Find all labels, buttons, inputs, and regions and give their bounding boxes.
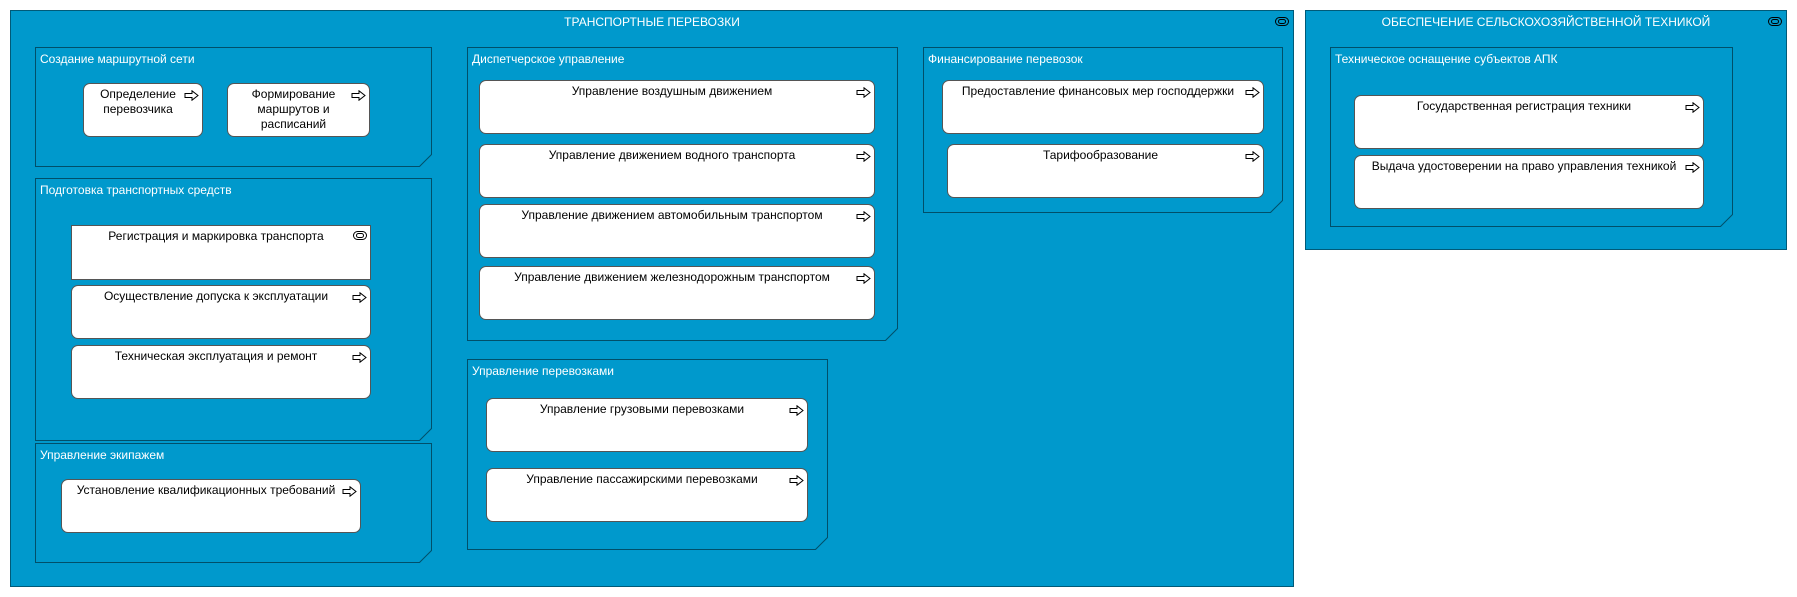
arrow-icon <box>351 90 366 101</box>
arrow-icon <box>856 273 871 284</box>
function-label: Государственная регистрация техники <box>1416 99 1632 113</box>
group-financing[interactable]: Финансирование перевозок Предоставление … <box>923 47 1283 213</box>
arrow-icon <box>352 352 367 363</box>
group-tech-equipment[interactable]: Техническое оснащение субъектов АПК Госу… <box>1330 47 1733 227</box>
corner-cut <box>419 154 432 167</box>
arrow-icon <box>856 151 871 162</box>
function-box[interactable]: Выдача удостоверении на право управления… <box>1354 155 1704 209</box>
group-title: Подготовка транспортных средств <box>40 183 232 197</box>
group-crew[interactable]: Управление экипажем Установление квалифи… <box>35 443 432 563</box>
transport-container[interactable]: ТРАНСПОРТНЫЕ ПЕРЕВОЗКИ Создание маршрутн… <box>10 10 1294 587</box>
arrow-icon <box>789 405 804 416</box>
function-label: Управление движением водного транспорта <box>548 148 796 162</box>
corner-cut <box>815 537 828 550</box>
function-box[interactable]: Определение перевозчика <box>83 83 203 137</box>
function-label: Управление воздушным движением <box>571 84 773 98</box>
function-box[interactable]: Управление движением автомобильным транс… <box>479 204 875 258</box>
arrow-icon <box>856 211 871 222</box>
function-label: Техническая эксплуатация и ремонт <box>114 349 318 363</box>
group-dispatch[interactable]: Диспетчерское управление Управление возд… <box>467 47 898 341</box>
group-transport-mgmt[interactable]: Управление перевозками Управление грузов… <box>467 359 828 550</box>
function-label: Управление пассажирскими перевозками <box>526 472 758 486</box>
function-label: Осуществление допуска к эксплуатации <box>103 289 329 303</box>
arrow-icon <box>1245 87 1260 98</box>
corner-cut <box>1270 200 1283 213</box>
group-route-network[interactable]: Создание маршрутной сети Определение пер… <box>35 47 432 167</box>
corner-cut <box>419 550 432 563</box>
function-box[interactable]: Техническая эксплуатация и ремонт <box>71 345 371 399</box>
group-title: Техническое оснащение субъектов АПК <box>1335 52 1558 66</box>
arrow-icon <box>1685 162 1700 173</box>
service-icon <box>1275 17 1289 26</box>
function-label: Формирование маршрутов и расписаний <box>251 87 336 131</box>
function-box[interactable]: Установление квалификационных требований <box>61 479 361 533</box>
function-box[interactable]: Формирование маршрутов и расписаний <box>227 83 370 137</box>
function-label: Тарифообразование <box>1042 148 1159 162</box>
function-label: Управление движением железнодорожным тра… <box>514 270 830 284</box>
group-title: Управление экипажем <box>40 448 165 462</box>
group-vehicle-prep[interactable]: Подготовка транспортных средств Регистра… <box>35 178 432 441</box>
group-title: Создание маршрутной сети <box>40 52 195 66</box>
function-label: Предоставление финансовых мер господдерж… <box>961 84 1235 98</box>
arrow-icon <box>856 87 871 98</box>
function-box[interactable]: Предоставление финансовых мер господдерж… <box>942 80 1264 134</box>
function-box[interactable]: Управление пассажирскими перевозками <box>486 468 808 522</box>
arrow-icon <box>1245 151 1260 162</box>
corner-cut <box>885 328 898 341</box>
arrow-icon <box>1685 102 1700 113</box>
corner-cut <box>419 428 432 441</box>
arrow-icon <box>342 486 357 497</box>
group-title: Финансирование перевозок <box>928 52 1083 66</box>
function-label: Управление движением автомобильным транс… <box>521 208 823 222</box>
function-box[interactable]: Осуществление допуска к эксплуатации <box>71 285 371 339</box>
service-box[interactable]: Регистрация и маркировка транспорта <box>71 225 371 280</box>
function-label: Определение перевозчика <box>100 87 176 116</box>
corner-cut <box>1720 214 1733 227</box>
function-label: Управление грузовыми перевозками <box>539 402 745 416</box>
arrow-icon <box>352 292 367 303</box>
service-icon <box>1768 17 1782 26</box>
arrow-icon <box>789 475 804 486</box>
function-label: Установление квалификационных требований <box>76 483 336 497</box>
agri-container[interactable]: ОБЕСПЕЧЕНИЕ СЕЛЬСКОХОЗЯЙСТВЕННОЙ ТЕХНИКО… <box>1305 10 1787 250</box>
transport-title: ТРАНСПОРТНЫЕ ПЕРЕВОЗКИ <box>564 15 740 29</box>
service-label: Регистрация и маркировка транспорта <box>108 229 324 243</box>
service-icon <box>353 231 367 240</box>
function-box[interactable]: Тарифообразование <box>947 144 1264 198</box>
group-title: Диспетчерское управление <box>472 52 625 66</box>
function-box[interactable]: Управление воздушным движением <box>479 80 875 134</box>
arrow-icon <box>184 90 199 101</box>
agri-title: ОБЕСПЕЧЕНИЕ СЕЛЬСКОХОЗЯЙСТВЕННОЙ ТЕХНИКО… <box>1381 15 1711 29</box>
function-box[interactable]: Государственная регистрация техники <box>1354 95 1704 149</box>
group-title: Управление перевозками <box>472 364 614 378</box>
function-label: Выдача удостоверении на право управления… <box>1371 159 1677 173</box>
function-box[interactable]: Управление грузовыми перевозками <box>486 398 808 452</box>
function-box[interactable]: Управление движением железнодорожным тра… <box>479 266 875 320</box>
function-box[interactable]: Управление движением водного транспорта <box>479 144 875 198</box>
